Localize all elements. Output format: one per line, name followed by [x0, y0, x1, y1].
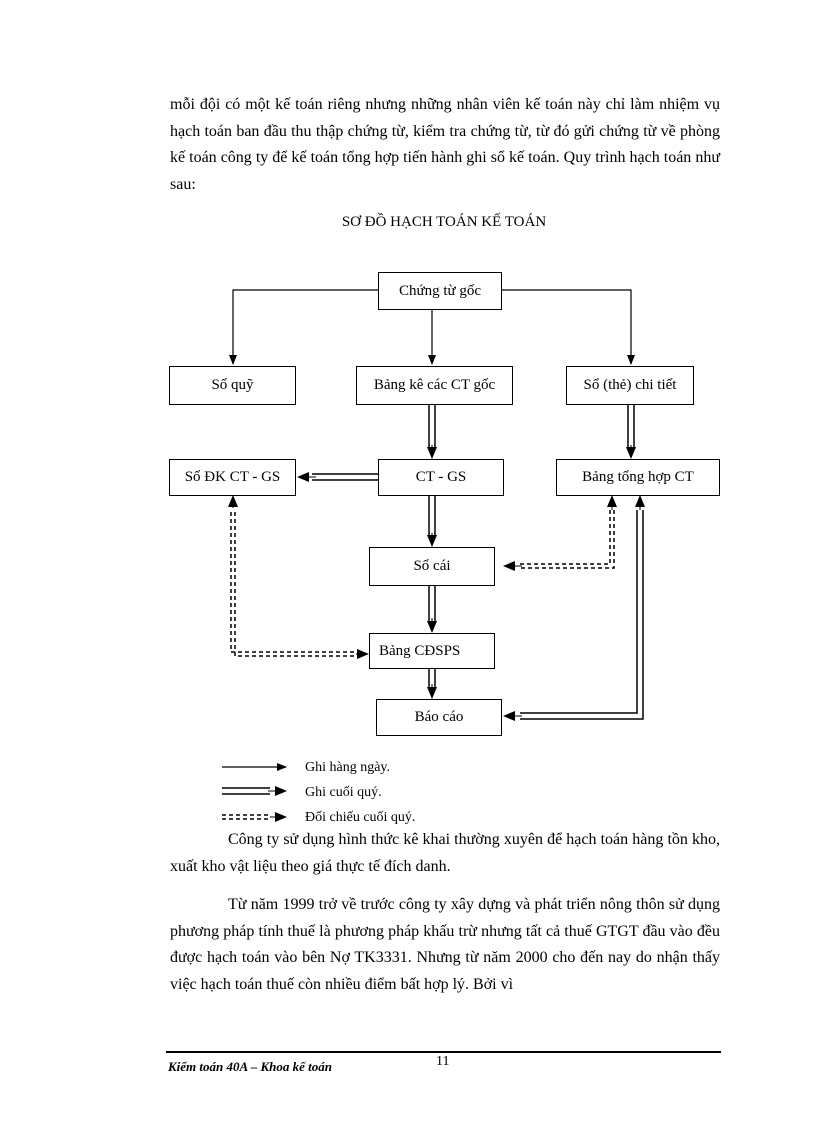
arrow-ct-gs-to-so-cai — [428, 496, 436, 538]
arrow-ct-gs-to-so-dk — [312, 473, 378, 481]
legend-quarter-end-label: Ghi cuối quý. — [305, 785, 382, 800]
box-bang-tong-hop-ct: Bảng tổng hợp CT — [556, 459, 720, 496]
diagram-title: SƠ ĐỒ HẠCH TOÁN KẾ TOÁN — [341, 214, 547, 230]
legend-double-arrow — [222, 787, 270, 795]
box-so-quy: Sổ quỹ — [169, 366, 296, 405]
arrow-chi-tiet-to-tong-hop — [627, 405, 635, 450]
box-ct-gs: CT - GS — [378, 459, 504, 496]
dashed-so-dk-to-cdsps — [230, 512, 356, 657]
dashed-tong-hop-to-so-cai — [520, 510, 615, 569]
legend-daily-label: Ghi hàng ngày. — [305, 760, 391, 775]
footer-course-label: Kiểm toán 40A – Khoa kế toán — [168, 1059, 332, 1074]
box-chung-tu-goc: Chứng từ gốc — [378, 272, 502, 310]
legend-dashed-arrow — [222, 814, 270, 820]
paragraph-tax: Từ năm 1999 trở về trước công ty xây dựn… — [170, 896, 720, 993]
box-so-dk-ct-gs: Sổ ĐK CT - GS — [169, 459, 296, 496]
arrow-goc-to-so-quy — [229, 289, 378, 365]
arrow-so-cai-to-cdsps — [428, 586, 436, 622]
box-bang-cdsps: Bảng CĐSPS — [369, 633, 495, 669]
box-bang-ke-ct-goc: Bảng kê các CT gốc — [356, 366, 513, 405]
legend-reconcile-label: Đối chiếu cuối quý. — [305, 810, 416, 825]
paragraph-intro: mỗi đội có một kế toán riêng nhưng những… — [170, 96, 720, 193]
arrow-goc-to-so-chi-tiet — [502, 289, 635, 365]
footer-rule — [166, 1051, 721, 1053]
arrow-tong-hop-to-bao-cao — [520, 510, 644, 720]
arrow-bang-ke-to-ct-gs — [428, 405, 436, 450]
arrow-cdsps-to-bao-cao — [428, 669, 436, 688]
box-bao-cao: Báo cáo — [376, 699, 502, 736]
paragraph-inventory: Công ty sử dụng hình thức kê khai thường… — [170, 831, 720, 875]
box-so-the-chi-tiet: Sổ (thẻ) chi tiết — [566, 366, 694, 405]
box-so-cai: Sổ cái — [369, 547, 495, 586]
page-number: 11 — [436, 1054, 450, 1069]
